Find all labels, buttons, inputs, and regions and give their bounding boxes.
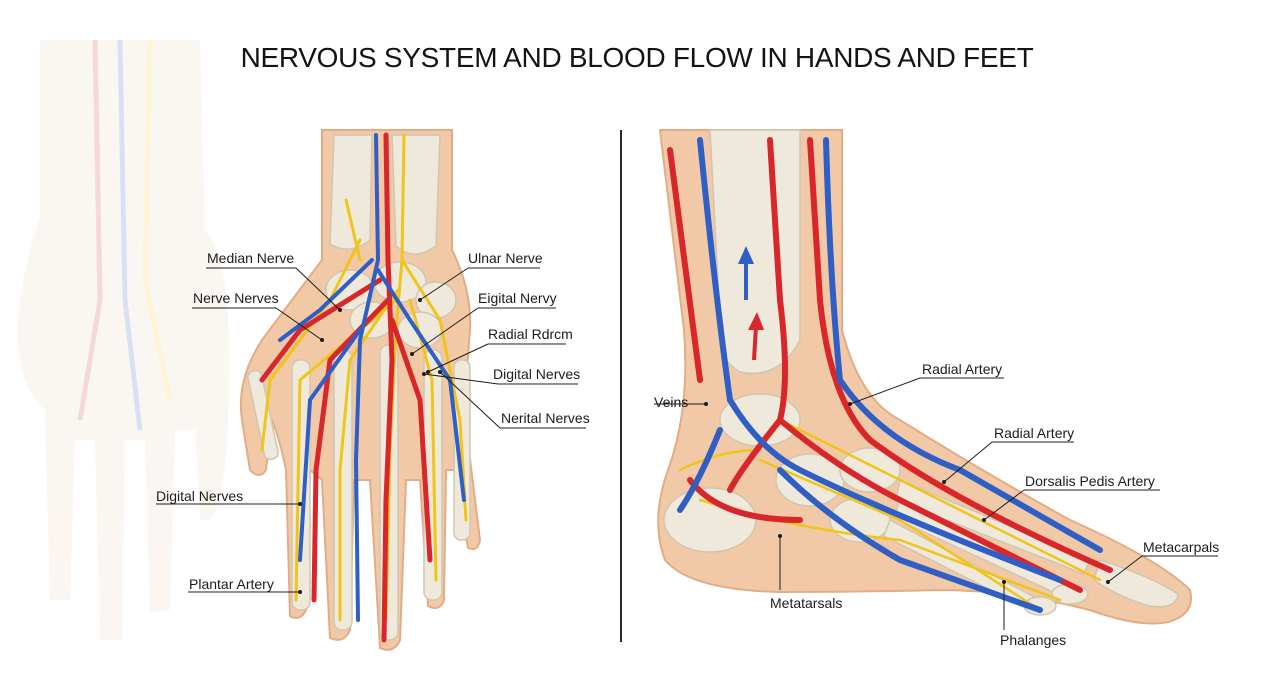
label-plantar-artery: Plantar Artery xyxy=(189,576,274,592)
label-dorsalis-pedis-artery: Dorsalis Pedis Artery xyxy=(1025,473,1155,489)
page-title: NERVOUS SYSTEM AND BLOOD FLOW IN HANDS A… xyxy=(240,42,1034,73)
faded-background-hand xyxy=(17,39,230,640)
hand-diagram xyxy=(156,129,586,651)
label-veins: Veins xyxy=(654,394,689,410)
panel-divider xyxy=(620,130,622,642)
label-radial-rdrcm: Radial Rdrcm xyxy=(488,326,573,342)
flow-arrow-up-blue-icon xyxy=(738,246,754,300)
label-radial-artery-2: Radial Artery xyxy=(994,425,1075,441)
label-ulnar-nerve: Ulnar Nerve xyxy=(468,250,543,266)
label-nerital-nerves: Nerital Nerves xyxy=(501,410,590,426)
label-digital-nerves-left: Digital Nerves xyxy=(156,488,244,504)
label-nerve-nerves: Nerve Nerves xyxy=(193,290,279,306)
label-phalanges: Phalanges xyxy=(1000,632,1067,648)
foot-diagram xyxy=(654,129,1218,630)
label-median-nerve: Median Nerve xyxy=(207,250,295,266)
label-metatarsals: Metatarsals xyxy=(770,595,843,611)
label-digital-nerves-right: Digital Nerves xyxy=(493,366,581,382)
label-radial-artery-1: Radial Artery xyxy=(922,361,1003,377)
label-eigital-nervy: Eigital Nervy xyxy=(478,290,557,306)
flow-arrow-up-red-icon xyxy=(748,312,764,361)
label-metacarpals: Metacarpals xyxy=(1143,539,1220,555)
